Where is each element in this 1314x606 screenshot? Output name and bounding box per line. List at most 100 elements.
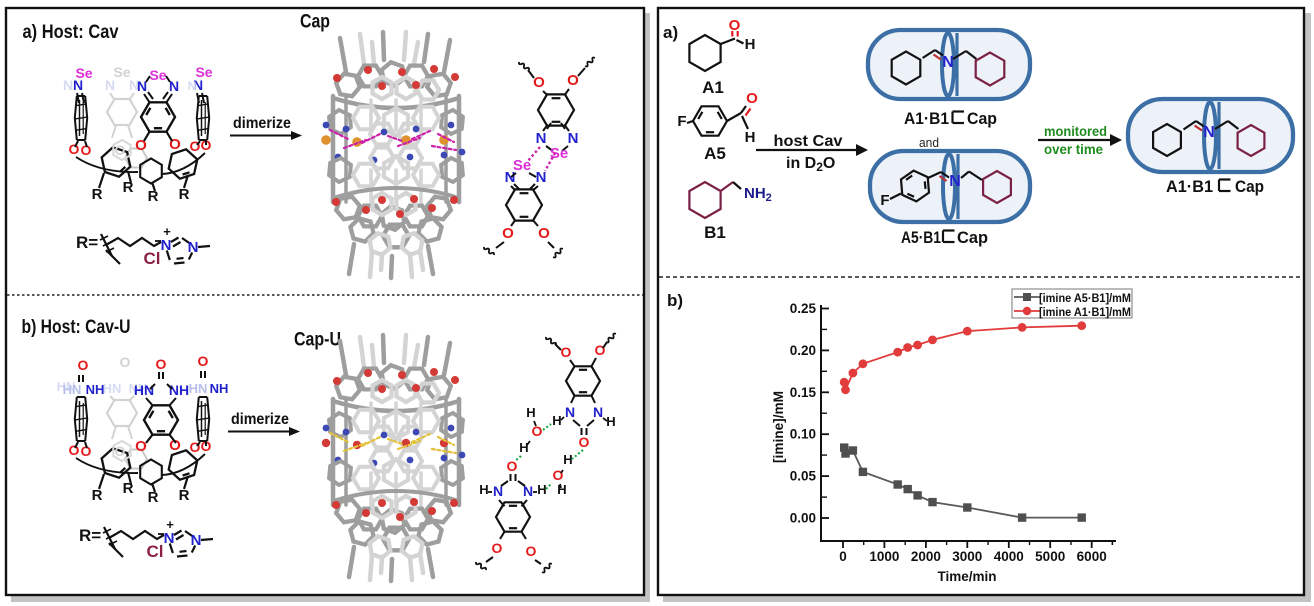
svg-text:0: 0 <box>839 549 847 564</box>
svg-text:O: O <box>746 90 758 107</box>
svg-text:O: O <box>190 138 201 154</box>
svg-text:R: R <box>92 186 103 203</box>
svg-text:0.10: 0.10 <box>790 427 816 442</box>
svg-text:H: H <box>745 36 756 53</box>
svg-text:F: F <box>677 113 686 130</box>
svg-text:NH: NH <box>210 381 229 396</box>
svg-text:O: O <box>135 137 147 154</box>
svg-text:monitored: monitored <box>1044 123 1107 139</box>
svg-text:over time: over time <box>1044 141 1103 157</box>
svg-text:Cap: Cap <box>967 109 997 128</box>
svg-text:R: R <box>92 487 103 504</box>
svg-text:NH: NH <box>169 382 189 398</box>
svg-text:N: N <box>949 173 961 190</box>
svg-text:N: N <box>536 169 547 186</box>
svg-text:H: H <box>552 413 561 428</box>
svg-text:O: O <box>78 357 89 373</box>
svg-text:O: O <box>169 437 181 454</box>
svg-text:R: R <box>179 186 190 203</box>
svg-text:[imine A1·B1]/mM: [imine A1·B1]/mM <box>1039 305 1131 319</box>
svg-text:H: H <box>563 452 572 467</box>
svg-text:host Cav: host Cav <box>774 133 843 150</box>
svg-text:HN: HN <box>134 382 154 398</box>
svg-text:O: O <box>198 353 209 369</box>
svg-text:[imine A5·B1]/mM: [imine A5·B1]/mM <box>1039 291 1131 305</box>
svg-text:1000: 1000 <box>869 549 899 564</box>
svg-text:[imine]/mM: [imine]/mM <box>770 391 786 463</box>
svg-text:N: N <box>129 77 139 93</box>
svg-text:dimerize: dimerize <box>233 115 291 132</box>
svg-text:O: O <box>135 438 147 455</box>
svg-text:O: O <box>69 442 80 458</box>
svg-text:HN: HN <box>103 381 122 396</box>
svg-text:A5: A5 <box>704 144 726 163</box>
svg-text:O: O <box>533 74 545 91</box>
svg-text:N: N <box>169 78 179 94</box>
svg-text:O: O <box>190 439 201 455</box>
svg-text:O: O <box>526 543 537 559</box>
svg-text:O: O <box>507 458 518 474</box>
svg-text:N: N <box>73 77 83 93</box>
svg-text:O: O <box>81 443 92 459</box>
svg-text:N: N <box>568 130 579 147</box>
svg-text:O: O <box>115 443 126 459</box>
svg-text:O: O <box>120 354 131 370</box>
svg-text:N: N <box>161 237 172 254</box>
svg-text:F: F <box>880 192 889 209</box>
svg-text:HN: HN <box>63 382 82 397</box>
svg-text:H: H <box>557 482 566 497</box>
svg-text:N: N <box>188 79 197 93</box>
svg-text:O: O <box>553 467 564 483</box>
svg-text:H: H <box>519 440 528 455</box>
svg-text:and: and <box>919 135 939 150</box>
svg-text:Cap: Cap <box>1235 177 1264 196</box>
svg-text:N: N <box>137 78 147 94</box>
svg-text:Se: Se <box>113 64 130 80</box>
svg-text:in D2O: in D2O <box>786 155 835 174</box>
svg-text:O: O <box>492 540 503 556</box>
svg-text:N: N <box>536 130 547 147</box>
svg-text:N: N <box>191 532 202 549</box>
svg-text:H: H <box>479 482 488 497</box>
svg-text:A5·B1: A5·B1 <box>901 228 941 247</box>
svg-text:N: N <box>565 404 575 420</box>
svg-text:0.25: 0.25 <box>790 301 817 316</box>
svg-text:0.15: 0.15 <box>790 385 817 400</box>
svg-text:3000: 3000 <box>952 549 982 564</box>
svg-text:2000: 2000 <box>911 549 941 564</box>
svg-text:Cap-U: Cap-U <box>294 330 341 351</box>
svg-text:Cl: Cl <box>147 542 164 561</box>
svg-text:N: N <box>105 77 115 93</box>
svg-text:A1·B1: A1·B1 <box>1166 177 1213 196</box>
svg-text:O: O <box>729 17 741 34</box>
svg-text:O: O <box>567 72 579 89</box>
svg-text:Se: Se <box>75 65 92 81</box>
svg-text:HN: HN <box>57 379 76 394</box>
svg-text:N: N <box>505 169 516 186</box>
svg-text:R: R <box>123 480 134 497</box>
svg-text:N: N <box>593 404 603 420</box>
svg-text:a): a) <box>663 23 678 42</box>
svg-text:0.00: 0.00 <box>790 511 816 526</box>
svg-text:A1: A1 <box>702 78 724 97</box>
svg-text:N: N <box>164 530 175 547</box>
svg-text:A1·B1: A1·B1 <box>904 109 949 128</box>
svg-text:Se: Se <box>513 157 531 174</box>
svg-text:+: + <box>163 224 171 239</box>
svg-text:dimerize: dimerize <box>231 411 289 428</box>
svg-text:O: O <box>532 423 543 439</box>
svg-text:Se: Se <box>550 145 568 162</box>
svg-text:Se: Se <box>149 67 166 83</box>
svg-text:R=: R= <box>76 233 98 252</box>
svg-text:N: N <box>523 483 533 499</box>
svg-text:O: O <box>502 225 514 242</box>
svg-text:O: O <box>156 356 167 372</box>
svg-text:Cl: Cl <box>144 249 161 268</box>
svg-text:O: O <box>561 344 572 360</box>
svg-text:N: N <box>63 77 73 93</box>
svg-text:HN: HN <box>189 381 208 396</box>
svg-text:H: H <box>537 482 546 497</box>
svg-text:NH: NH <box>129 381 148 396</box>
svg-text:0.05: 0.05 <box>790 469 817 484</box>
svg-text:0.20: 0.20 <box>790 343 816 358</box>
